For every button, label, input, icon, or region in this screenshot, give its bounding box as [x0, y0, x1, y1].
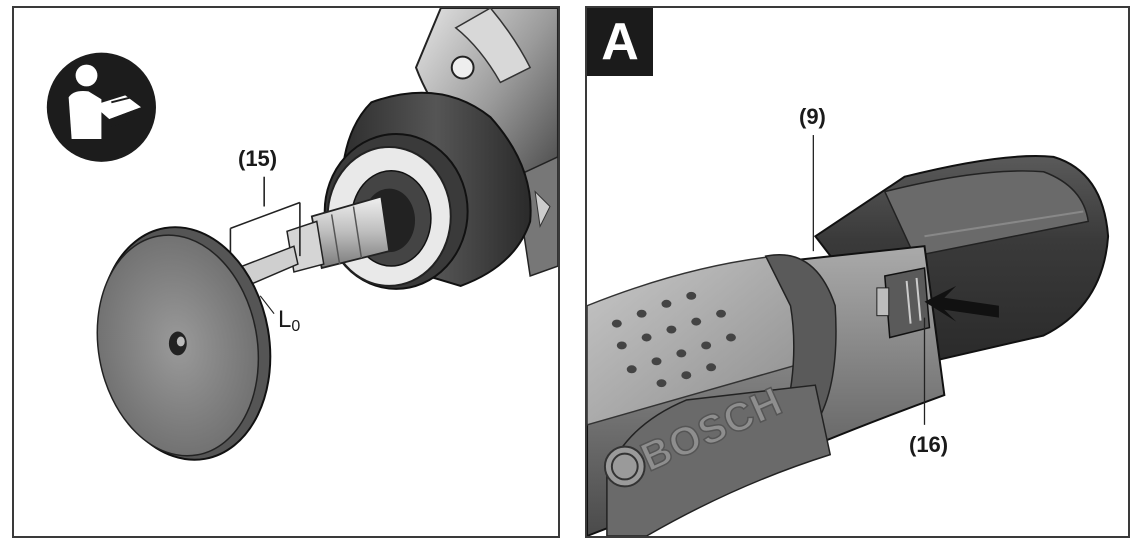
tool-body	[414, 8, 558, 277]
rotary-tool-cutting-disc-illustration	[46, 8, 558, 461]
cutting-disc	[96, 226, 272, 461]
push-direction-arrow	[924, 285, 999, 322]
grip-texture-dots	[611, 291, 736, 388]
battery-insertion-illustration	[587, 135, 1110, 536]
callout-9: (9)	[799, 104, 826, 129]
figure-letter-badge: A	[587, 8, 653, 76]
length-leader-line	[259, 295, 275, 315]
release-button	[876, 267, 931, 339]
length-symbol: L	[278, 306, 292, 333]
length-subscript: 0	[291, 318, 301, 335]
right-illustration-panel: A (9) (16) BOSCH	[585, 6, 1130, 538]
read-instructions-icon	[46, 52, 156, 162]
callout-16: (16)	[909, 432, 949, 457]
length-label-l0: L0	[278, 306, 300, 336]
left-illustration-panel: (15) L0	[12, 6, 560, 538]
tool-housing	[587, 245, 946, 536]
brand-logo-mark	[603, 445, 646, 488]
callout-15: (15)	[238, 146, 278, 171]
